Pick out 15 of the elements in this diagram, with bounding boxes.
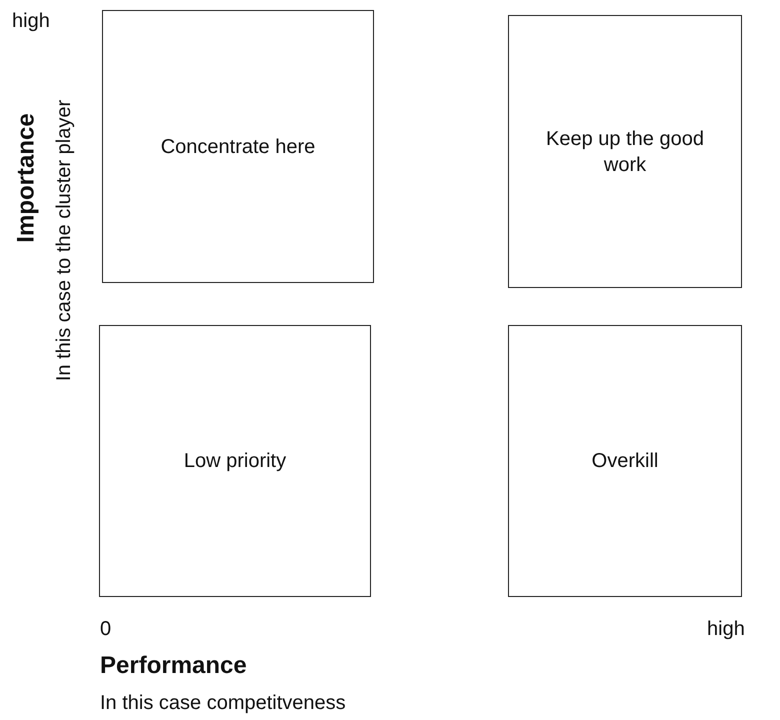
axis-title: Performance [100,652,247,680]
quadrant-label: Concentrate here [160,134,316,160]
axis-tick-label: 0 [100,618,112,641]
quadrant-box [508,15,742,288]
quadrant-box [99,325,371,597]
quadrant-box [102,10,374,283]
quadrant-label: Overkill [590,449,660,474]
axis-subtitle: In this case to the cluster player [52,99,76,381]
quadrant-label: Low priority [182,449,288,474]
axis-subtitle: In this case competitveness [100,692,346,715]
quadrant-label: Keep up the good work [545,126,705,178]
quadrant-box [508,325,742,597]
axis-title: Importance [12,113,40,243]
axis-tick-label: high [707,618,745,641]
axis-tick-label: high [12,10,50,33]
